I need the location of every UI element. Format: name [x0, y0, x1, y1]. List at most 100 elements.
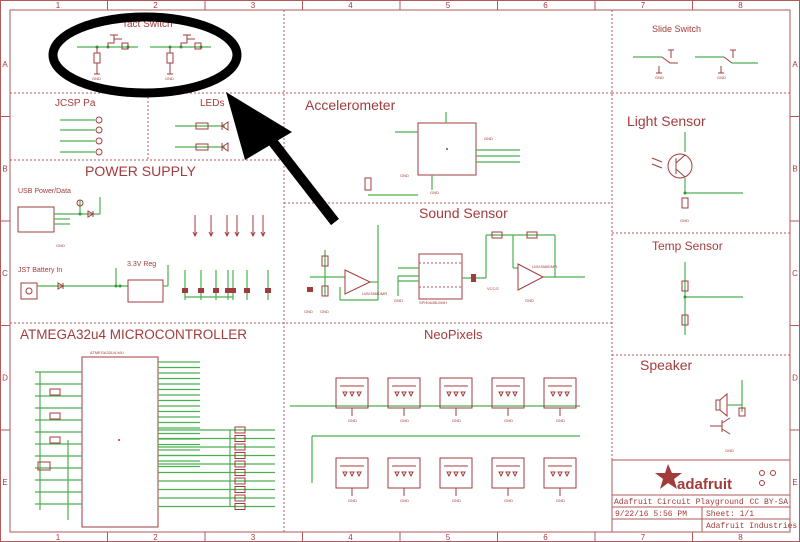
opamp-1 — [344, 269, 372, 295]
led-icon — [512, 471, 518, 478]
power-supply-section: POWER SUPPLY USB Power/Data GND JST Batt… — [17, 163, 271, 303]
light-sensor-section: Light Sensor GND — [627, 113, 743, 223]
resistor — [234, 477, 246, 485]
neopixel — [491, 457, 525, 489]
highlight-annotation — [48, 12, 339, 226]
license: CC BY-SA — [750, 498, 789, 507]
rail-arrow-icon — [192, 231, 198, 238]
gnd-label: GND — [556, 418, 565, 423]
led-icon — [349, 391, 355, 398]
grid-column-label: 8 — [738, 1, 743, 10]
drawing-date: 9/22/16 5:56 PM — [615, 510, 687, 519]
gnd-label: GND — [525, 298, 534, 303]
power-rail-arrows — [192, 215, 266, 238]
grid-row-label: A — [792, 60, 798, 69]
voltage-regulator — [127, 279, 164, 303]
neopixel — [387, 377, 421, 409]
led-icon — [564, 391, 570, 398]
adafruit-logo: adafruit — [655, 464, 732, 493]
gnd-label: GND — [504, 498, 513, 503]
jst-connector — [20, 282, 38, 300]
grid-row-label: C — [792, 269, 798, 278]
atmega32u4-chip — [81, 356, 159, 528]
capacitor — [230, 288, 236, 293]
opamp-2 — [517, 263, 545, 291]
resistor — [49, 436, 61, 444]
rail-arrow-icon — [260, 231, 266, 238]
title-block: adafruit Adafruit Circuit Playground CC … — [611, 459, 797, 533]
gnd-label: GND — [725, 448, 734, 453]
led-icon — [505, 391, 511, 398]
grid-row-label: A — [2, 60, 8, 69]
accelerometer-section: Accelerometer GND GND GND — [305, 97, 520, 196]
resistor — [234, 443, 246, 451]
neopixel — [335, 377, 369, 409]
section-title-neopixels: NeoPixels — [424, 327, 483, 342]
gnd-label: GND — [430, 190, 439, 195]
gnd-label: GND — [452, 418, 461, 423]
gnd-label: GND — [556, 498, 565, 503]
sound-sensor-section: Sound Sensor LMV358IDMR GND GND SPH0645L… — [304, 205, 585, 314]
section-title-accelerometer: Accelerometer — [305, 97, 396, 113]
resistor — [49, 388, 61, 396]
gnd-label: GND — [394, 298, 403, 303]
gnd-label: GND — [348, 418, 357, 423]
neopixel — [439, 377, 473, 409]
slide-switch-2: GND — [695, 49, 758, 80]
gnd-label: GND — [400, 173, 409, 178]
resistor — [234, 486, 246, 493]
section-title-power-supply: POWER SUPPLY — [85, 163, 197, 179]
led-icon — [505, 471, 511, 478]
section-title-light-sensor: Light Sensor — [627, 113, 706, 129]
grid-column-label: 4 — [348, 533, 353, 542]
arrow-head-icon — [226, 92, 292, 160]
neopixel — [543, 457, 577, 489]
temp-sensor-section: Temp Sensor — [652, 239, 743, 335]
arrow-shaft — [258, 124, 339, 226]
grid-column-label: 8 — [738, 533, 743, 542]
jcsp-pads-section: JCSP Pa — [55, 98, 103, 156]
grid-column-label: 4 — [348, 1, 353, 10]
led-icon — [564, 471, 570, 478]
mcu-pins — [158, 361, 275, 510]
gnd-label: GND — [320, 309, 329, 314]
regulator-label: 3.3V Reg — [127, 261, 156, 268]
section-title-temp-sensor: Temp Sensor — [652, 239, 723, 253]
neopixel — [439, 457, 473, 489]
mounting-holes — [759, 470, 776, 486]
gnd-label: GND — [400, 498, 409, 503]
slide-switch-1: GND — [633, 49, 678, 80]
logo-text: adafruit — [677, 476, 732, 493]
gnd-label: GND — [165, 76, 174, 81]
crystal — [37, 461, 51, 471]
grid-column-label: 2 — [153, 533, 158, 542]
gnd-label: GND — [655, 75, 664, 80]
resistor — [234, 452, 246, 459]
gnd-label: GND — [680, 218, 689, 223]
tact-switch-2: GND — [150, 34, 211, 81]
grid-row-label: D — [792, 374, 798, 383]
sheet-number: Sheet: 1/1 — [706, 510, 754, 519]
rail-arrow-icon — [234, 231, 240, 238]
slide-switch-section: Slide Switch GND GND — [633, 24, 758, 80]
led-icon — [342, 391, 348, 398]
led-icon — [512, 391, 518, 398]
phototransistor — [667, 153, 693, 179]
rail-arrow-icon — [224, 231, 230, 238]
grid-column-label: 5 — [446, 533, 451, 542]
neopixel — [335, 457, 369, 489]
drawing-title: Adafruit Circuit Playground — [614, 498, 744, 507]
section-title-mcu: ATMEGA32u4 MICROCONTROLLER — [20, 327, 247, 342]
section-title-tact-switch: Tact Switch — [122, 19, 173, 30]
led-icon — [401, 391, 407, 398]
speaker-icon — [715, 392, 728, 418]
gnd-label: GND — [452, 498, 461, 503]
led-icon — [408, 471, 414, 478]
neopixel — [543, 377, 577, 409]
led-icon — [498, 391, 504, 398]
led-icon — [550, 391, 556, 398]
